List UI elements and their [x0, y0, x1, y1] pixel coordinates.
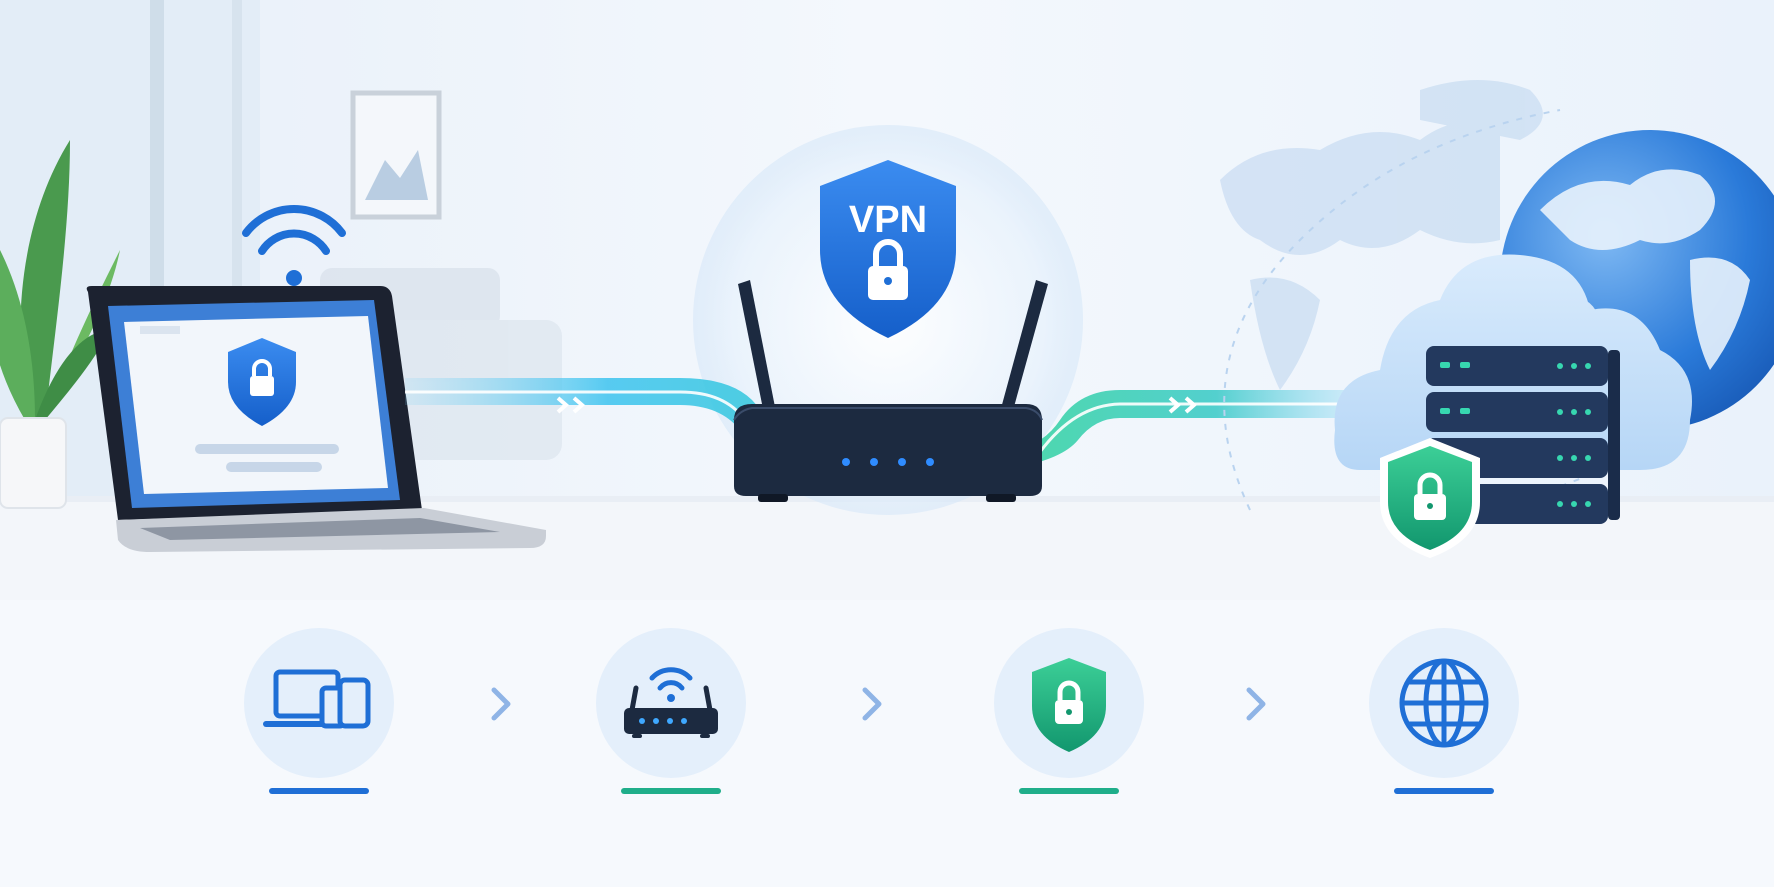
wifi-icon [242, 205, 346, 286]
chevron-right-icon [1246, 687, 1266, 721]
vpn-shield-icon: VPN [820, 160, 956, 338]
wall-picture-frame [350, 90, 442, 220]
globe-icon [1399, 658, 1489, 748]
step-router-underline [621, 788, 721, 794]
step-internet-underline [1394, 788, 1494, 794]
step-internet [1369, 628, 1519, 778]
laptop [86, 286, 546, 552]
vpn-network-illustration: VPN [0, 0, 1774, 600]
router [733, 280, 1048, 502]
step-devices [244, 628, 394, 778]
vpn-shield-label: VPN [849, 199, 927, 241]
devices-icon [263, 669, 371, 729]
chevron-right-icon [862, 687, 882, 721]
step-devices-underline [269, 788, 369, 794]
step-router [596, 628, 746, 778]
shield-lock-icon [1032, 658, 1106, 752]
server-stack [1426, 346, 1620, 524]
router-icon [624, 667, 718, 738]
connection-steps [0, 600, 1774, 887]
world-map-background [1220, 80, 1543, 390]
step-encryption [994, 628, 1144, 778]
step-encryption-underline [1019, 788, 1119, 794]
chevron-right-icon [491, 687, 511, 721]
tunnel-beam-right [1000, 390, 1360, 470]
server-shield-icon [1380, 438, 1480, 558]
